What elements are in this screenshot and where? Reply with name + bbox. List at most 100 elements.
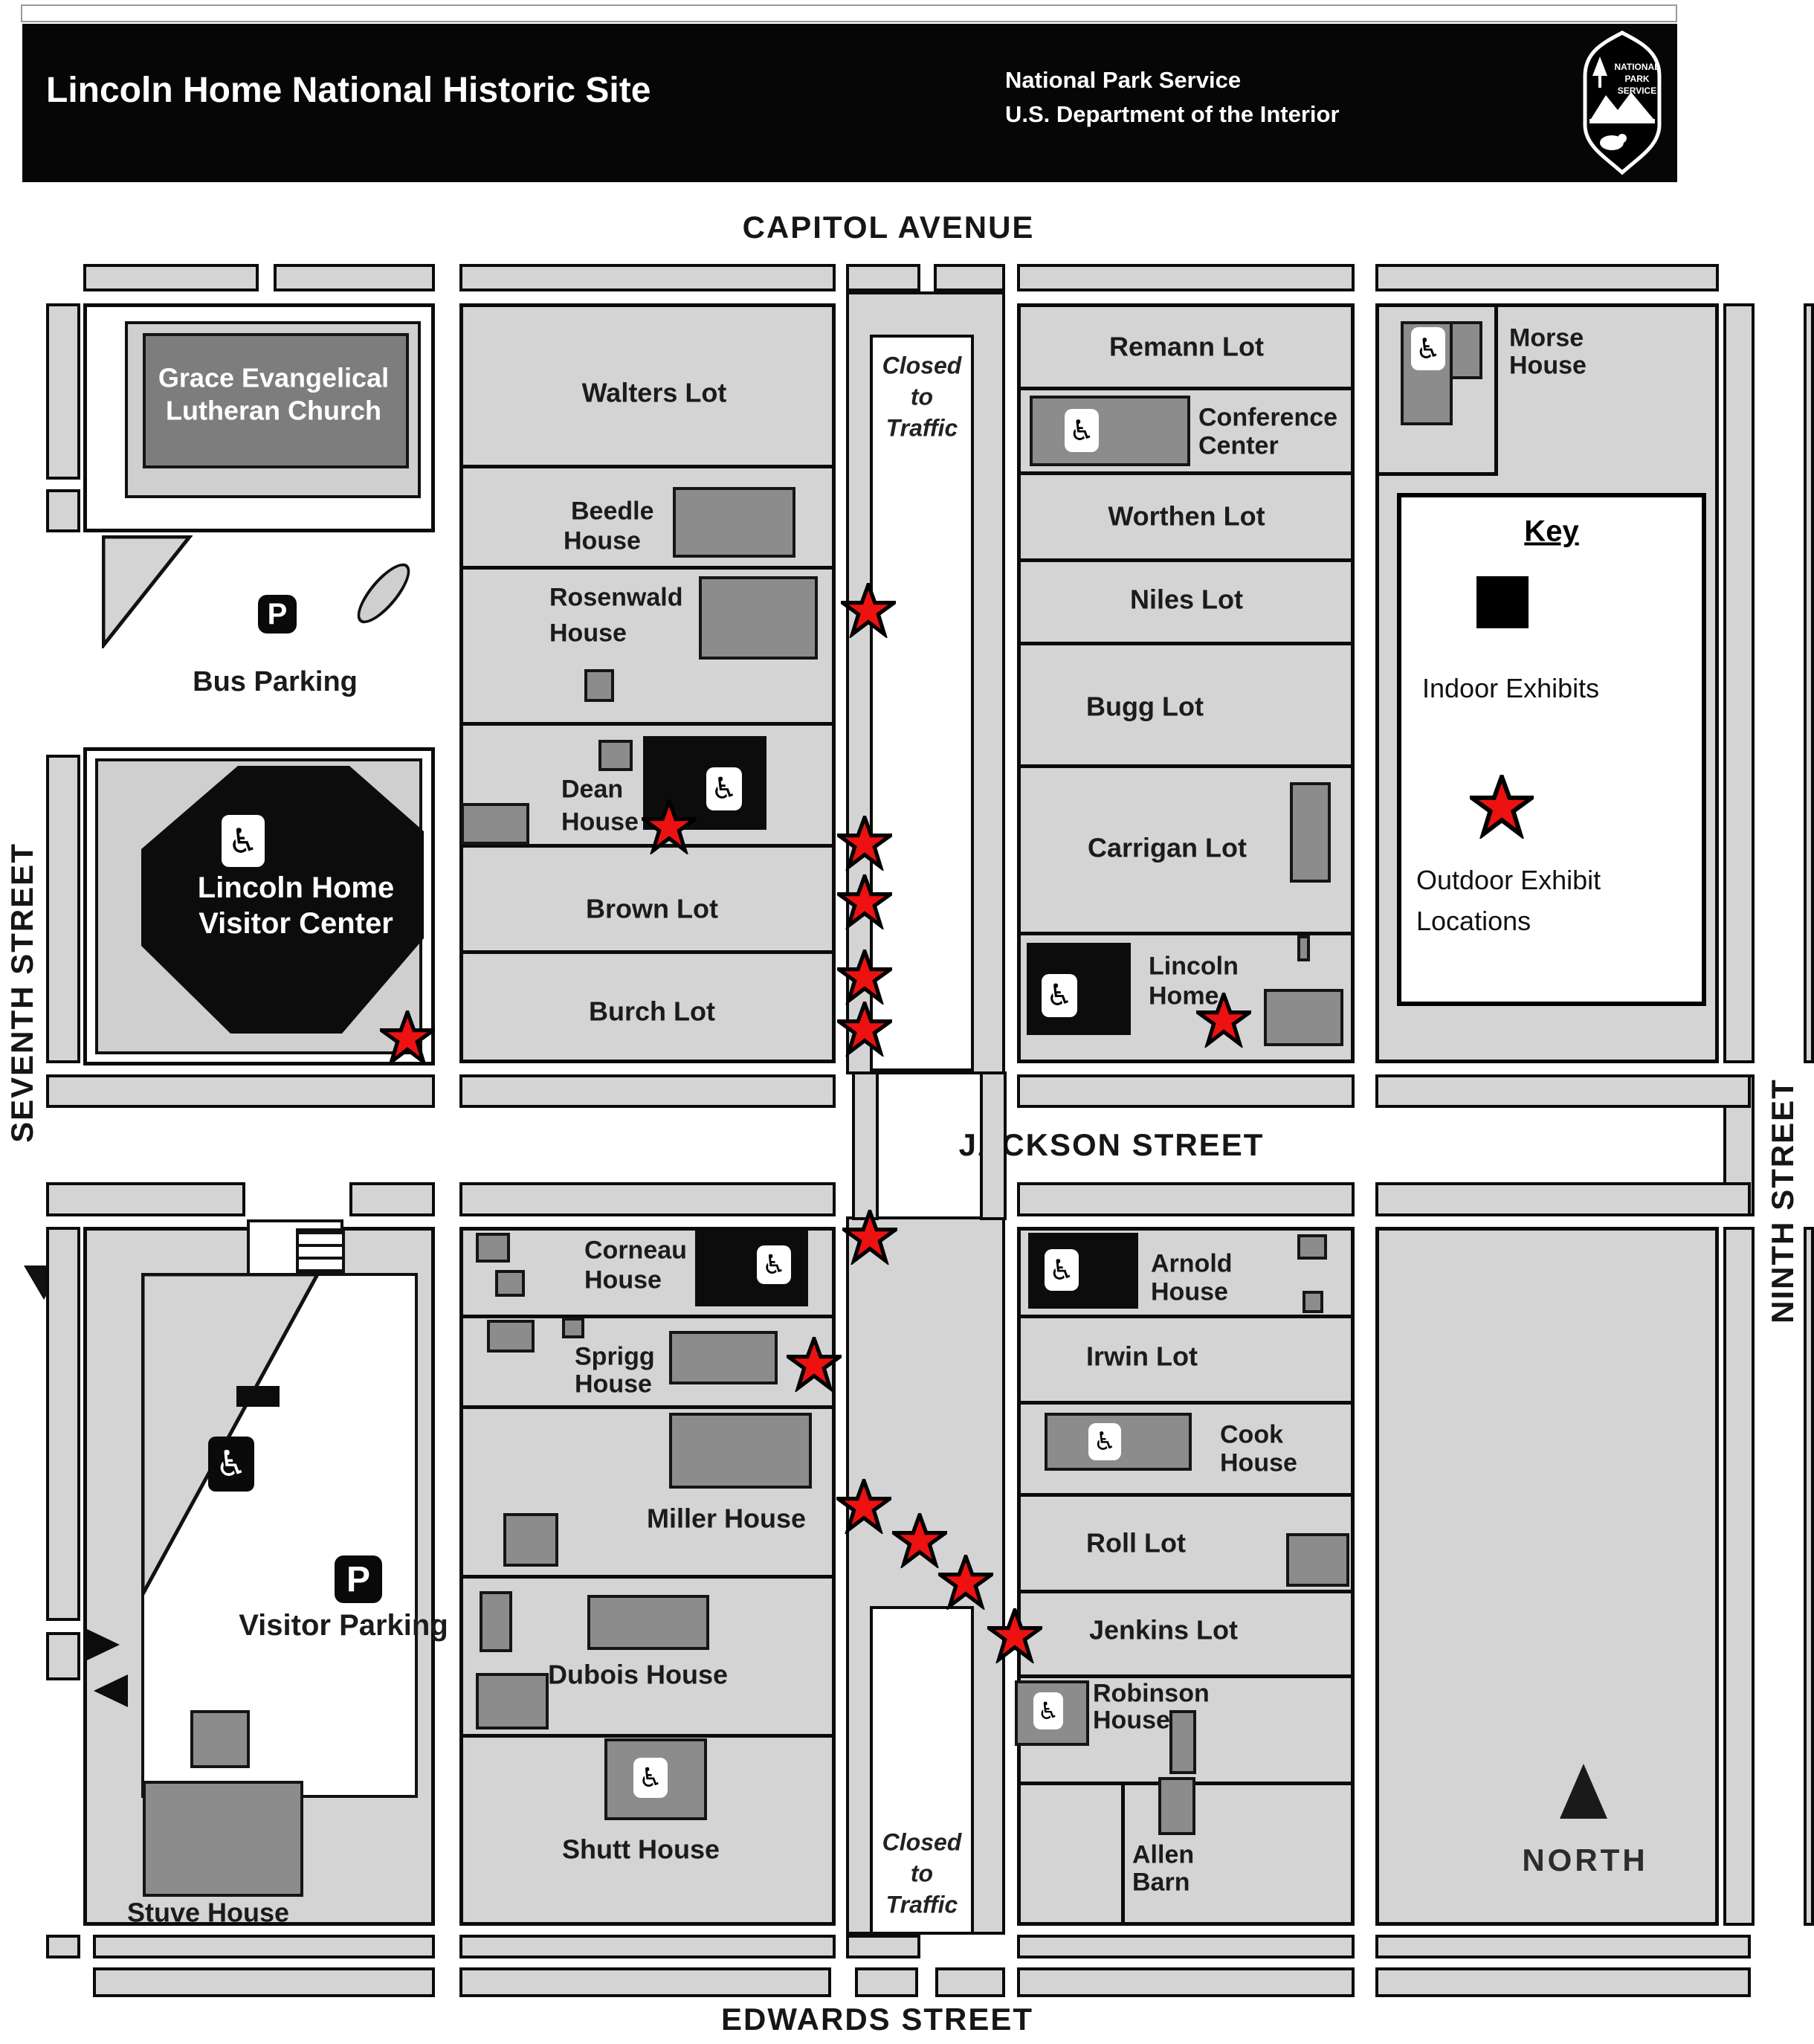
outbuilding	[1158, 1777, 1195, 1835]
sidewalk-strip	[1017, 1935, 1355, 1958]
parking-lot-wedge	[143, 1274, 320, 1596]
closed-to-traffic-zone-south	[870, 1606, 974, 1935]
north-arrow-icon	[1560, 1764, 1607, 1819]
robinson-house-label-2: House	[1093, 1706, 1170, 1735]
street-jackson: JACKSON STREET	[958, 1127, 1265, 1162]
rosenwald-house-label-1: Rosenwald	[549, 583, 683, 612]
lot-divider	[459, 1734, 836, 1738]
lot-divider	[1017, 1493, 1355, 1497]
sidewalk-strip	[459, 264, 836, 291]
outdoor-exhibit-symbol	[1465, 770, 1539, 841]
remann-lot-label: Remann Lot	[1108, 331, 1265, 362]
sidewalk-strip	[1017, 1182, 1355, 1216]
outbuilding	[1303, 1291, 1323, 1313]
street-edwards: EDWARDS STREET	[720, 2002, 1034, 2037]
miller-house-label: Miller House	[646, 1503, 807, 1534]
rosenwald-house-building	[699, 576, 818, 660]
lot-divider	[459, 1315, 836, 1318]
wheelchair-icon: ♿	[1045, 1249, 1079, 1291]
rosenwald-house-label-2: House	[549, 619, 627, 648]
sidewalk-strip	[1375, 1967, 1751, 1997]
sidewalk-strip	[46, 1935, 80, 1958]
lot-divider	[459, 465, 836, 468]
burch-lot-label: Burch Lot	[589, 996, 715, 1027]
allen-barn-label-1: Allen	[1132, 1840, 1195, 1869]
conference-center-building	[1030, 396, 1190, 466]
beedle-house-label-2: House	[564, 526, 641, 555]
sidewalk-strip	[1375, 1074, 1751, 1108]
sidewalk-strip	[46, 1182, 245, 1216]
shutt-house-label: Shutt House	[562, 1834, 720, 1865]
conference-center-label-1: Conference	[1198, 403, 1338, 432]
wheelchair-icon: ♿	[1042, 974, 1077, 1017]
outbuilding	[562, 1318, 584, 1338]
sidewalk-strip	[93, 1967, 435, 1997]
bus-parking-island	[349, 555, 419, 631]
outbuilding	[476, 1233, 510, 1263]
sidewalk-strip	[46, 303, 80, 480]
lot-divider	[1121, 1782, 1125, 1923]
key-outdoor-label-2: Locations	[1416, 906, 1531, 936]
dubois-house-label: Dubois House	[547, 1659, 729, 1690]
outdoor-exhibit-star	[782, 1332, 846, 1393]
lot-divider	[459, 1405, 836, 1409]
wheelchair-icon: ♿	[1033, 1692, 1063, 1729]
arnold-house-label-2: House	[1151, 1277, 1228, 1306]
sidewalk-strip	[93, 1935, 435, 1958]
lot-divider	[459, 844, 836, 848]
wheelchair-icon: ♿	[222, 815, 265, 867]
brown-lot-label: Brown Lot	[586, 893, 718, 924]
parking-exit-arrow-icon	[94, 1674, 128, 1707]
grace-church-label-1: Grace Evangelical	[158, 362, 390, 393]
block-col4-south	[1375, 1227, 1719, 1926]
sidewalk-strip	[1723, 303, 1755, 1063]
lot-divider	[1017, 1590, 1355, 1593]
walters-lot-label: Walters Lot	[581, 377, 727, 408]
corneau-house-building	[695, 1231, 808, 1306]
allen-barn-label-2: Barn	[1132, 1868, 1190, 1897]
bugg-lot-label: Bugg Lot	[1086, 691, 1204, 722]
outdoor-exhibit-star	[637, 795, 701, 856]
key-title: Key	[1524, 515, 1579, 548]
lot-divider	[1017, 764, 1355, 768]
morse-house-lot	[1375, 303, 1498, 476]
outdoor-exhibit-star	[833, 945, 897, 1006]
sprigg-house-label-2: House	[575, 1370, 652, 1399]
lot-divider	[459, 950, 836, 954]
beedle-house-building	[673, 487, 795, 558]
wheelchair-icon: ♿	[208, 1437, 254, 1492]
stairs-icon	[296, 1228, 345, 1273]
carrigan-lot-label: Carrigan Lot	[1087, 832, 1247, 863]
wheelchair-icon: ♿	[1088, 1423, 1121, 1460]
sidewalk-strip	[349, 1182, 435, 1216]
street-ninth: NINTH STREET	[1765, 1078, 1800, 1324]
agency-line-1: National Park Service	[1005, 67, 1242, 93]
beedle-house-label-1: Beedle	[571, 497, 654, 526]
morse-house-label-1: Morse	[1509, 323, 1584, 352]
logo-bison-icon	[1600, 135, 1624, 150]
sidewalk-strip	[46, 1227, 80, 1621]
outbuilding	[480, 1591, 512, 1652]
closed-label: Traffic	[885, 1891, 958, 1918]
outbuilding	[461, 803, 529, 845]
jenkins-lot-label: Jenkins Lot	[1088, 1614, 1239, 1645]
closed-label: Closed	[882, 1828, 962, 1856]
sprigg-house-building	[669, 1331, 778, 1384]
lincoln-home-label-1: Lincoln	[1149, 952, 1239, 981]
logo-tree-icon	[1592, 57, 1607, 76]
outdoor-exhibit-star	[983, 1604, 1047, 1665]
outbuilding	[487, 1320, 535, 1353]
outdoor-exhibit-star	[833, 997, 897, 1058]
sidewalk-strip	[46, 489, 80, 532]
sprigg-house-label-1: Sprigg	[575, 1342, 655, 1371]
lincoln-home-label-2: Home	[1149, 981, 1219, 1010]
street-seventh: SEVENTH STREET	[4, 842, 39, 1143]
outbuilding	[495, 1270, 525, 1297]
irwin-lot-label: Irwin Lot	[1086, 1341, 1198, 1372]
outbuilding	[190, 1710, 250, 1768]
header-banner: Lincoln Home National Historic Site Nati…	[22, 24, 1677, 182]
sidewalk-strip	[1017, 264, 1355, 291]
wheelchair-icon: ♿	[1411, 327, 1445, 370]
lot-divider	[1017, 642, 1355, 645]
